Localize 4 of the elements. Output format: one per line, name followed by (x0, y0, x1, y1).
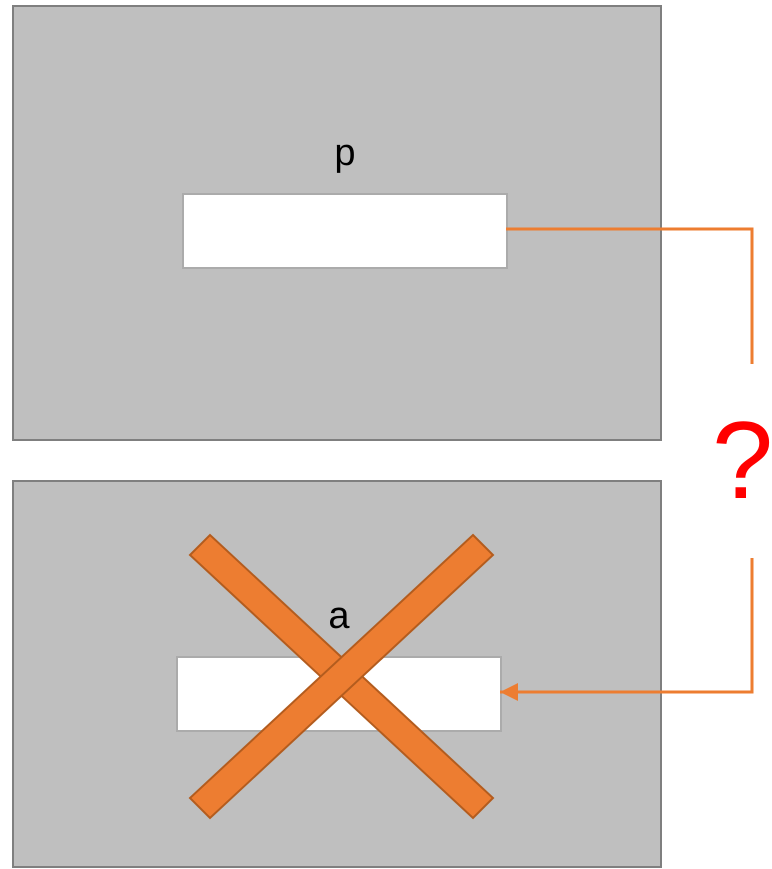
field-label: p (334, 131, 356, 175)
field-label: a (328, 594, 350, 638)
panel-background (12, 480, 662, 868)
panel-background (12, 5, 662, 441)
